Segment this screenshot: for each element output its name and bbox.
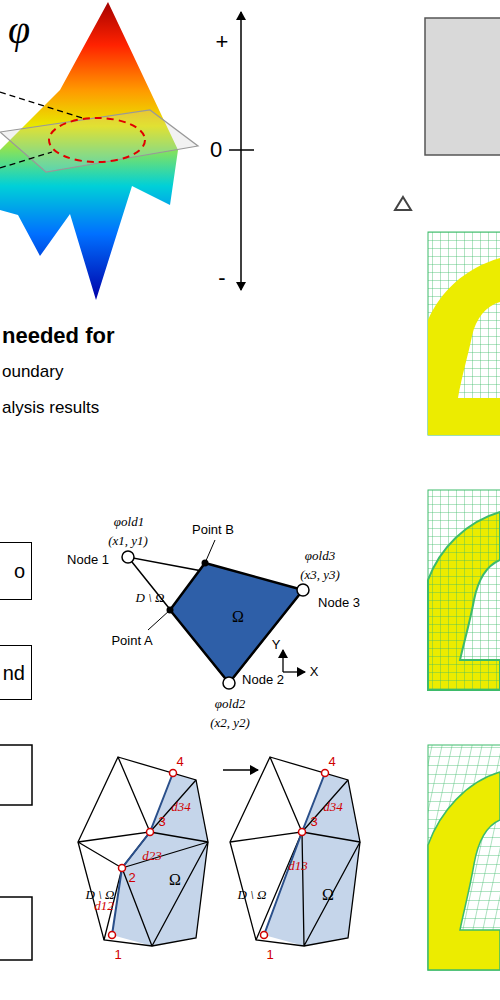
node-number: 1 (266, 948, 273, 962)
mesh-before (78, 757, 208, 946)
process-box (0, 897, 32, 960)
level-set-surface (0, 2, 198, 300)
axis-label: Y (272, 638, 281, 652)
node-number: 2 (128, 871, 135, 885)
dashed-guide (0, 92, 82, 118)
node-coordinate: (x1, y1) (108, 534, 148, 548)
axis-sign: - (218, 266, 225, 290)
region-label: Ω (169, 871, 181, 889)
node-number: 4 (328, 755, 335, 769)
heading-fragment: needed for (2, 324, 114, 348)
node-name: Node 3 (318, 596, 360, 610)
process-box: nd (0, 645, 32, 700)
node-number: 1 (114, 948, 121, 962)
support-symbol (395, 197, 411, 210)
node-number: 4 (176, 755, 183, 769)
axis-zero: 0 (210, 138, 222, 162)
zero-contour (49, 118, 145, 162)
node-coordinate: (x2, y2) (210, 716, 250, 730)
region-label: Ω (232, 608, 244, 626)
value-axis (240, 12, 242, 290)
axis-label: X (310, 665, 319, 679)
process-box (0, 745, 32, 805)
node-value: φold1 (114, 515, 144, 529)
mesh-after (230, 757, 360, 946)
design-domain (425, 18, 500, 155)
mesh-panel (428, 232, 500, 435)
point-name: Point B (192, 523, 234, 537)
axis-sign: + (216, 30, 229, 54)
zero-tick (229, 149, 254, 151)
node-number: 3 (158, 815, 165, 829)
triangle-element (122, 540, 309, 689)
dashed-guide (0, 152, 52, 168)
region-label: Ω (322, 886, 334, 904)
text-fragment: oundary (2, 363, 63, 382)
mesh-panel (428, 745, 500, 970)
distance-label: d34 (171, 800, 191, 814)
distance-label: d34 (323, 800, 343, 814)
box-text: o (14, 560, 25, 583)
node-value: φold3 (305, 549, 335, 563)
region-label: D \ Ω (136, 591, 165, 605)
transform-arrow (223, 769, 258, 771)
box-text: nd (3, 661, 25, 684)
region-label: D \ Ω (238, 888, 267, 902)
distance-label: d12 (94, 899, 114, 913)
node-name: Node 1 (67, 553, 109, 567)
distance-label: d23 (142, 849, 162, 863)
node-value: φold2 (215, 697, 245, 711)
node-number: 3 (310, 815, 317, 829)
zero-plane (0, 110, 198, 172)
distance-label: d13 (288, 859, 308, 873)
node-coordinate: (x3, y3) (300, 568, 340, 582)
symbol: φ (8, 8, 30, 52)
mesh-panel (428, 490, 500, 690)
node-name: Node 2 (242, 673, 284, 687)
process-box: o (0, 542, 32, 600)
text-fragment: alysis results (2, 399, 99, 418)
point-name: Point A (111, 634, 152, 648)
